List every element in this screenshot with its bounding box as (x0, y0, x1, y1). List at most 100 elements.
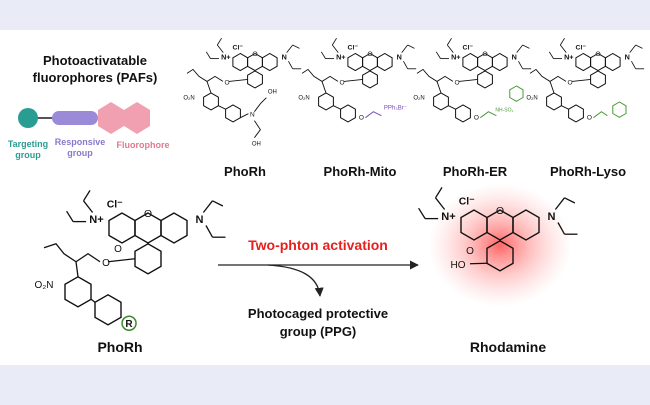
ethyl-bond-right-b (407, 44, 415, 49)
small-structures: ON+Cl⁻NOO₂NNOHOHON+Cl⁻NOO₂NOPPh₃Br⁻ON+Cl… (183, 37, 645, 148)
ring-oxygen: O (496, 206, 504, 217)
ethyl-bond-left-b (331, 37, 337, 46)
amine-nitrogen-right: N (512, 52, 517, 61)
ester-bond (571, 78, 591, 82)
ester-bond (228, 78, 248, 82)
ring-oxygen: O (595, 51, 600, 58)
reactant-label: PhoRh (97, 339, 142, 355)
ethyl-linker (593, 111, 608, 119)
biphenyl-ring (340, 104, 356, 123)
acid-oh-1: OH (268, 90, 277, 96)
ester-bond (458, 78, 478, 82)
responsive-label-line1: Responsive (55, 137, 106, 147)
allyl-chain (529, 68, 567, 82)
ethyl-bond-left-d (418, 207, 426, 219)
amine-nitrogen-right: N (547, 211, 555, 223)
ppg-label-line1: Photocaged protective (248, 306, 388, 321)
ethyl-bond-left-b (434, 187, 443, 199)
ethyl-bond-left-a (216, 44, 224, 53)
ether-oxygen: O (587, 115, 592, 122)
morpholine-ring (612, 101, 627, 118)
carboxyl-hydroxyl: HO (451, 260, 466, 271)
chloride-counterion: Cl⁻ (107, 199, 123, 210)
paf-title-line2: fluorophores (PAFs) (33, 70, 158, 85)
acid-oh-2: OH (252, 142, 261, 148)
linker-bond (549, 81, 555, 94)
ethyl-bond-right-a (401, 44, 409, 53)
ethyl-bond-right-b (635, 44, 643, 49)
ethyl-bond-right-c (288, 60, 294, 70)
nitrophenyl-ring (433, 92, 449, 111)
activation-label: Two-phton activation (248, 237, 388, 253)
carboxyl-bond (469, 262, 487, 265)
ethyl-bond-left-d (320, 51, 326, 59)
tosyl-ring (509, 85, 524, 102)
ethyl-bond-left-b (82, 190, 91, 202)
paf-legend: Photoactivatable fluorophores (PAFs) Tar… (8, 53, 170, 160)
ester-bond (343, 78, 363, 82)
ether-oxygen: O (359, 115, 364, 122)
ethyl-bond-right-c (557, 222, 566, 235)
nitro-group: O₂N (413, 95, 424, 101)
allyl-chain (186, 68, 224, 82)
ethyl-bond-left-b (559, 37, 565, 46)
ether-oxygen: O (474, 115, 479, 122)
pendant-phenyl-ring (590, 70, 606, 89)
ppg-label-line2: group (PPG) (280, 324, 357, 339)
caption-phorh-mito: PhoRh-Mito (324, 164, 397, 179)
caption-phorh-er: PhoRh-ER (443, 164, 508, 179)
ethyl-bond-left-a (435, 197, 446, 210)
arrow-ppg-branch (267, 264, 324, 297)
ring-oxygen: O (144, 209, 152, 220)
linker-bond (206, 81, 212, 94)
ethyl-bond-left-b (216, 37, 222, 46)
ring-oxygen: O (482, 51, 487, 58)
pendant-phenyl-ring (362, 70, 378, 89)
amine-nitrogen-left: N+ (89, 214, 103, 226)
glycine-nitrogen: N (250, 112, 255, 119)
linker-bond (436, 81, 442, 94)
biphenyl-ring (455, 104, 471, 123)
ethyl-bond-left-d (66, 210, 74, 222)
ethyl-bond-left-a (446, 44, 454, 53)
amine-nitrogen-left: N+ (336, 52, 345, 61)
ethyl-bond-right-a (516, 44, 524, 53)
sulfonamide-group: NH-SO₂ (495, 108, 513, 114)
ethyl-bond-right-a (202, 200, 213, 213)
responsive-label-line2: group (67, 148, 93, 158)
pendant-phenyl-ring (247, 70, 263, 89)
acid-arm-1 (254, 97, 267, 112)
propyl-linker (365, 111, 382, 119)
biaryl-bond (561, 105, 569, 110)
ethyl-bond-right-b (212, 200, 224, 207)
ethyl-bond-right-c (518, 60, 524, 70)
xanthene-ring-right (261, 52, 278, 72)
chloride-counterion: Cl⁻ (576, 44, 587, 51)
triphenylphosphonium: PPh₃Br⁻ (384, 106, 407, 112)
ethyl-bond-left-a (83, 200, 94, 213)
amine-nitrogen-right: N (397, 52, 402, 61)
ester-oxygen: O (224, 79, 229, 86)
caption-phorh: PhoRh (224, 164, 266, 179)
chloride-counterion: Cl⁻ (233, 44, 244, 51)
xanthene-ring-right (160, 212, 188, 244)
nitro-group: O₂N (183, 95, 194, 101)
ethyl-bond-right-a (554, 197, 565, 210)
biaryl-bond (448, 105, 456, 110)
responsive-group-shape (52, 111, 98, 125)
ethyl-bond-right-b (522, 44, 530, 49)
ethyl-bond-right-a (286, 44, 294, 53)
allyl-chain (301, 68, 339, 82)
ethyl-bond-right-c (631, 60, 637, 70)
nitrophenyl-ring (546, 92, 562, 111)
biphenyl-ring (94, 293, 122, 326)
amine-nitrogen-right: N (195, 214, 203, 226)
biphenyl-ring (225, 104, 241, 123)
